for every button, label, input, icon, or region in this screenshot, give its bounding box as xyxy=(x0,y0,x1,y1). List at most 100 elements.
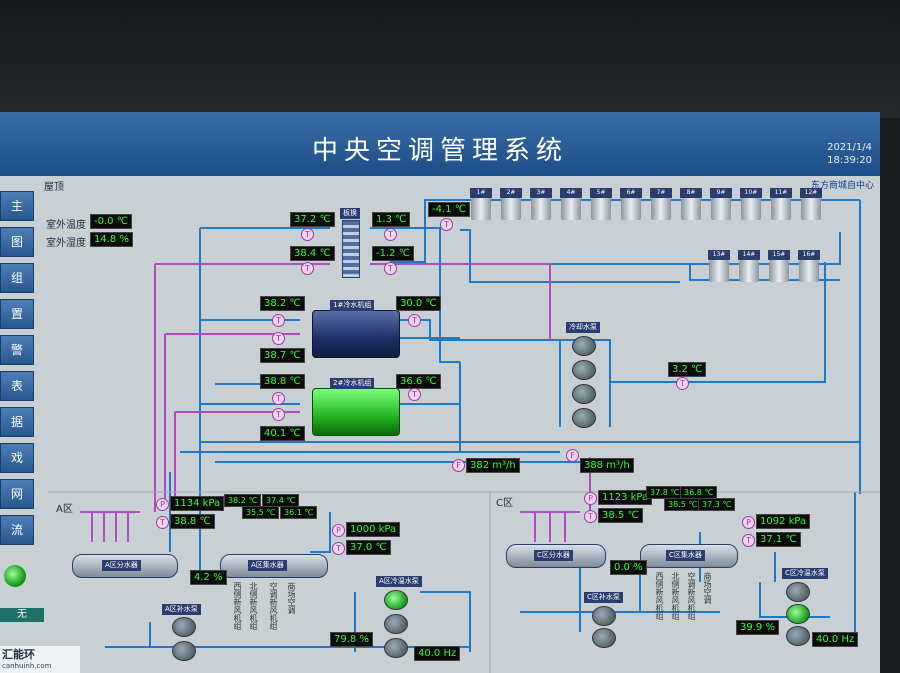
nav-button-9[interactable]: 网 xyxy=(0,479,34,509)
chiller-1-temp-1: 38.2 ℃ xyxy=(260,296,305,311)
zone-a-temp-2: 37.0 ℃ xyxy=(346,540,391,555)
zone-c-pump-hz: 40.0 Hz xyxy=(812,632,859,647)
zone-c-circ-pump-icon[interactable] xyxy=(786,604,810,624)
temp-sensor-icon: T xyxy=(272,392,285,405)
flow-sensor-icon: F xyxy=(452,459,465,472)
pressure-sensor-icon: P xyxy=(742,516,755,529)
zone-a-circ-pump-icon[interactable] xyxy=(384,638,408,658)
brand-name: 汇能环 xyxy=(2,648,35,661)
temp-sensor-icon: T xyxy=(272,314,285,327)
date-display: 2021/1/4 xyxy=(827,142,872,153)
zone-a-pump-hz: 40.0 Hz xyxy=(414,646,461,661)
chiller-1-label: 1#冷水机组 xyxy=(330,300,375,311)
cooling-pump-icon[interactable] xyxy=(572,408,596,428)
plate-heat-exchanger xyxy=(342,220,360,278)
monitor-bezel-right xyxy=(878,118,900,673)
chiller-2-temp-2: 40.1 ℃ xyxy=(260,426,305,441)
zone-c-makeup-pump-icon[interactable] xyxy=(592,628,616,648)
outdoor-humidity-value: 14.8 % xyxy=(90,232,133,247)
chiller-1-icon[interactable] xyxy=(312,310,400,358)
zone-c-branch-temp-4: 37.3 ℃ xyxy=(698,498,736,511)
zone-a-makeup-pump-icon[interactable] xyxy=(172,617,196,637)
zone-a-pump-pct: 79.8 % xyxy=(330,632,373,647)
plate-hx-label: 板换 xyxy=(340,208,360,219)
plate-hx-temp-2: 38.4 ℃ xyxy=(290,246,335,261)
nav-button-3[interactable]: 组 xyxy=(0,263,34,293)
zone-c-branch-temp-2: 38.5 ℃ xyxy=(664,498,702,511)
cooling-tower-icon[interactable]: 13# xyxy=(708,250,730,284)
cooling-tower-icon[interactable]: 9# xyxy=(710,188,732,222)
nav-button-10[interactable]: 流 xyxy=(0,515,34,545)
zone-a-valve-pct: 4.2 % xyxy=(190,570,227,585)
monitor-bezel-top xyxy=(0,0,900,118)
cooling-tower-icon[interactable]: 8# xyxy=(680,188,702,222)
nav-button-6[interactable]: 表 xyxy=(0,371,34,401)
cooling-pump-icon[interactable] xyxy=(572,336,596,356)
cooling-tower-icon[interactable]: 5# xyxy=(590,188,612,222)
zone-c-divider-label: C区分水器 xyxy=(534,550,573,561)
zone-a-branch-label-3: 空调新风机组 xyxy=(269,582,278,630)
cooling-tower-icon[interactable]: 2# xyxy=(500,188,522,222)
zone-a-circ-pump-icon[interactable] xyxy=(384,614,408,634)
cooling-pump-icon[interactable] xyxy=(572,360,596,380)
pressure-sensor-icon: P xyxy=(156,498,169,511)
cooling-tower-icon[interactable]: 3# xyxy=(530,188,552,222)
cooling-tower-icon[interactable]: 12# xyxy=(800,188,822,222)
temp-sensor-icon: T xyxy=(384,228,397,241)
zone-c-temp-1: 38.5 ℃ xyxy=(598,508,643,523)
cooling-tower-icon[interactable]: 4# xyxy=(560,188,582,222)
cooling-tower-icon[interactable]: 14# xyxy=(738,250,760,284)
nav-button-4[interactable]: 置 xyxy=(0,299,34,329)
cooling-tower-icon[interactable]: 16# xyxy=(798,250,820,284)
zone-a-circ-pump-icon[interactable] xyxy=(384,590,408,610)
tower-outlet-temp: -4.1 ℃ xyxy=(428,202,470,217)
zone-a-branch-label-1: 西侧新风机组 xyxy=(233,582,242,630)
zone-a-branch-label-2: 北侧新风机组 xyxy=(249,582,258,630)
cooling-tower-icon[interactable]: 15# xyxy=(768,250,790,284)
nav-button-8[interactable]: 戏 xyxy=(0,443,34,473)
outdoor-temp-label: 室外温度 xyxy=(46,220,86,231)
outdoor-humidity-label: 室外湿度 xyxy=(46,238,86,249)
cooling-tower-icon[interactable]: 1# xyxy=(470,188,492,222)
hvac-screen: 中央空调管理系统 2021/1/4 18:39:20 东方商城自中心 主 图 组… xyxy=(0,112,880,673)
pressure-sensor-icon: P xyxy=(332,524,345,537)
zone-a-temp-1: 38.8 ℃ xyxy=(170,514,215,529)
temp-sensor-icon: T xyxy=(584,510,597,523)
cooling-tower-icon[interactable]: 11# xyxy=(770,188,792,222)
zone-c-circ-pump-icon[interactable] xyxy=(786,582,810,602)
temp-sensor-icon: T xyxy=(742,534,755,547)
chiller-2-temp-3: 36.6 ℃ xyxy=(396,374,441,389)
nav-button-1[interactable]: 主 xyxy=(0,191,34,221)
cooling-tower-icon[interactable]: 10# xyxy=(740,188,762,222)
nav-button-2[interactable]: 图 xyxy=(0,227,34,257)
zone-c-label: C区 xyxy=(496,498,513,509)
plate-hx-temp-4: -1.2 ℃ xyxy=(372,246,414,261)
cooling-tower-icon[interactable]: 7# xyxy=(650,188,672,222)
zone-c-branch-label-3: 空调新风机组 xyxy=(687,572,696,620)
cooling-tower-icon[interactable]: 6# xyxy=(620,188,642,222)
left-nav: 主 图 组 置 警 表 据 戏 网 流 无 汇能环 canhuinh.com xyxy=(0,176,80,673)
temp-sensor-icon: T xyxy=(384,262,397,275)
zone-c-circ-pump-icon[interactable] xyxy=(786,626,810,646)
zone-a-makeup-pump-label: A区补水泵 xyxy=(162,604,201,615)
nav-button-5[interactable]: 警 xyxy=(0,335,34,365)
chiller-1-temp-3: 30.0 ℃ xyxy=(396,296,441,311)
status-text: 无 xyxy=(0,608,44,622)
zone-c-branch-label-4: 商场空调 xyxy=(703,572,712,604)
cooling-pump-icon[interactable] xyxy=(572,384,596,404)
zone-a-pressure-2: 1000 kPa xyxy=(346,522,401,537)
chiller-2-icon[interactable] xyxy=(312,388,400,436)
temp-sensor-icon: T xyxy=(676,377,689,390)
zone-a-branch-label-4: 商场空调 xyxy=(287,582,296,614)
brand-logo: 汇能环 canhuinh.com xyxy=(0,646,80,673)
zone-a-makeup-pump-icon[interactable] xyxy=(172,641,196,661)
flow-meter-2: 388 m³/h xyxy=(580,458,634,473)
zone-c-pressure-2: 1092 kPa xyxy=(756,514,811,529)
chiller-2-label: 2#冷水机组 xyxy=(330,378,375,389)
nav-button-7[interactable]: 据 xyxy=(0,407,34,437)
zone-c-makeup-pump-icon[interactable] xyxy=(592,606,616,626)
plate-hx-temp-3: 1.3 ℃ xyxy=(372,212,411,227)
temp-sensor-icon: T xyxy=(332,542,345,555)
zone-c-pump-pct: 39.9 % xyxy=(736,620,779,635)
temp-sensor-icon: T xyxy=(301,262,314,275)
